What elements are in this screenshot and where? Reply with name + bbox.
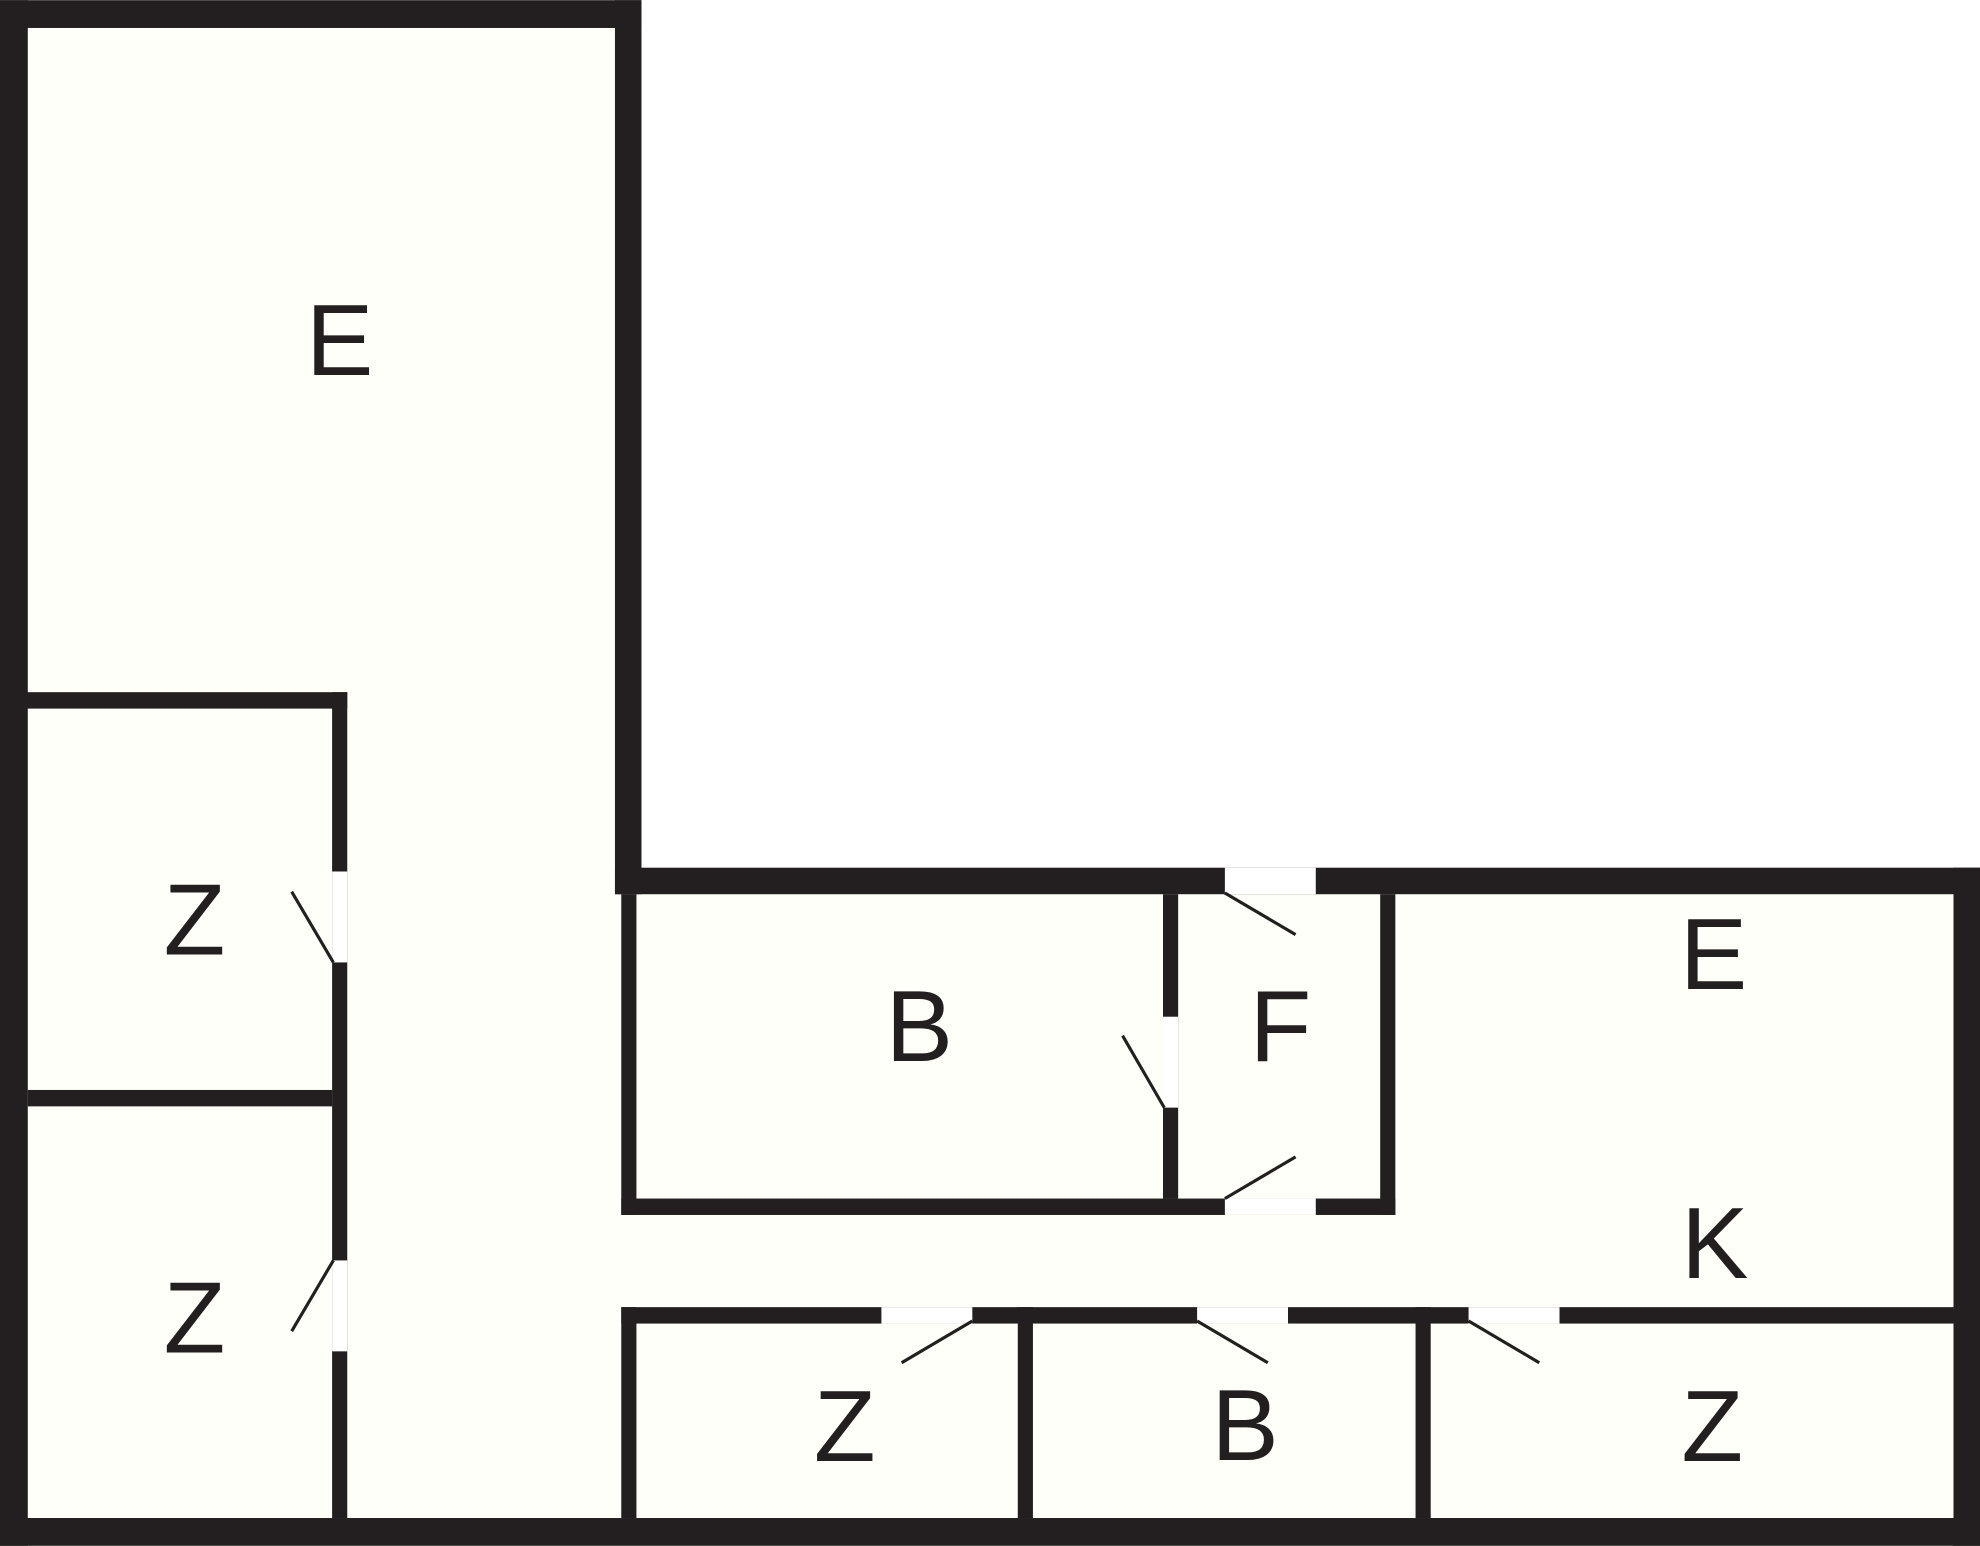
door-opening	[332, 1260, 348, 1352]
room-label: F	[1250, 971, 1312, 1083]
door-swing	[1196, 1319, 1269, 1365]
door-opening	[332, 871, 348, 963]
room-label: Z	[814, 1371, 876, 1483]
floor-area	[27, 27, 1954, 1519]
door-opening	[1224, 867, 1316, 895]
door-opening	[1162, 1016, 1179, 1108]
door-swing	[290, 890, 335, 964]
room-label: Z	[1681, 1371, 1743, 1483]
room-label: Z	[164, 865, 226, 977]
room-label: Z	[164, 1263, 226, 1375]
room-label: B	[886, 971, 953, 1083]
room-label: K	[1681, 1188, 1748, 1300]
room-labels: E Z Z B F E K Z B Z	[164, 285, 1749, 1483]
door-opening	[1197, 1307, 1289, 1324]
door-swing	[900, 1319, 974, 1365]
door-swing	[290, 1259, 335, 1332]
room-label: B	[1211, 1370, 1278, 1482]
door-swing	[1224, 1155, 1297, 1200]
door-opening	[1224, 1198, 1316, 1215]
door-swing	[1467, 1319, 1541, 1365]
room-label: E	[1680, 899, 1747, 1011]
door-opening	[881, 1307, 973, 1324]
door-openings	[332, 867, 1560, 1352]
room-label: E	[306, 285, 373, 397]
door-opening	[1468, 1307, 1560, 1324]
door-swings	[290, 890, 1541, 1365]
door-swing	[1121, 1034, 1166, 1109]
door-swing	[1224, 891, 1297, 936]
